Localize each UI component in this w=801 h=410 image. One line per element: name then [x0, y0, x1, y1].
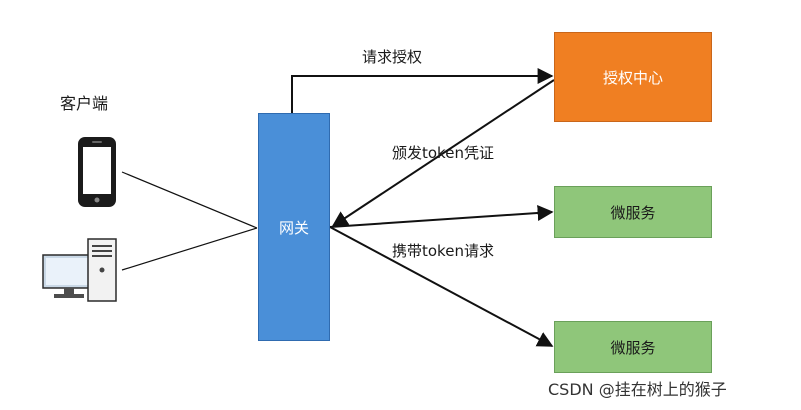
- phone-icon: [78, 137, 116, 207]
- watermark: CSDN @挂在树上的猴子: [548, 380, 727, 399]
- phone-to-gateway-edge: [121, 171, 258, 229]
- desktop-to-gateway-edge: [121, 227, 258, 271]
- auth-center-label: 授权中心: [602, 68, 663, 87]
- microservice-node-1: 微服务: [554, 186, 712, 238]
- desktop-computer-icon: [42, 238, 117, 302]
- microservice-node-2: 微服务: [554, 321, 712, 373]
- issue-token-label: 颁发token凭证: [392, 144, 494, 162]
- client-label: 客户端: [60, 94, 109, 113]
- microservice-label: 微服务: [610, 203, 656, 222]
- gateway-to-service-2-edge: [329, 226, 554, 347]
- gateway-node: 网关: [258, 113, 330, 341]
- issue-token-edge: [331, 79, 555, 227]
- request-auth-label: 请求授权: [362, 48, 423, 66]
- gateway-label: 网关: [278, 218, 309, 237]
- gateway-to-service-1-edge: [329, 204, 554, 228]
- microservice-label: 微服务: [610, 338, 656, 357]
- carry-token-label: 携带token请求: [392, 242, 494, 260]
- request-auth-edge: [291, 68, 554, 113]
- auth-center-node: 授权中心: [554, 32, 712, 122]
